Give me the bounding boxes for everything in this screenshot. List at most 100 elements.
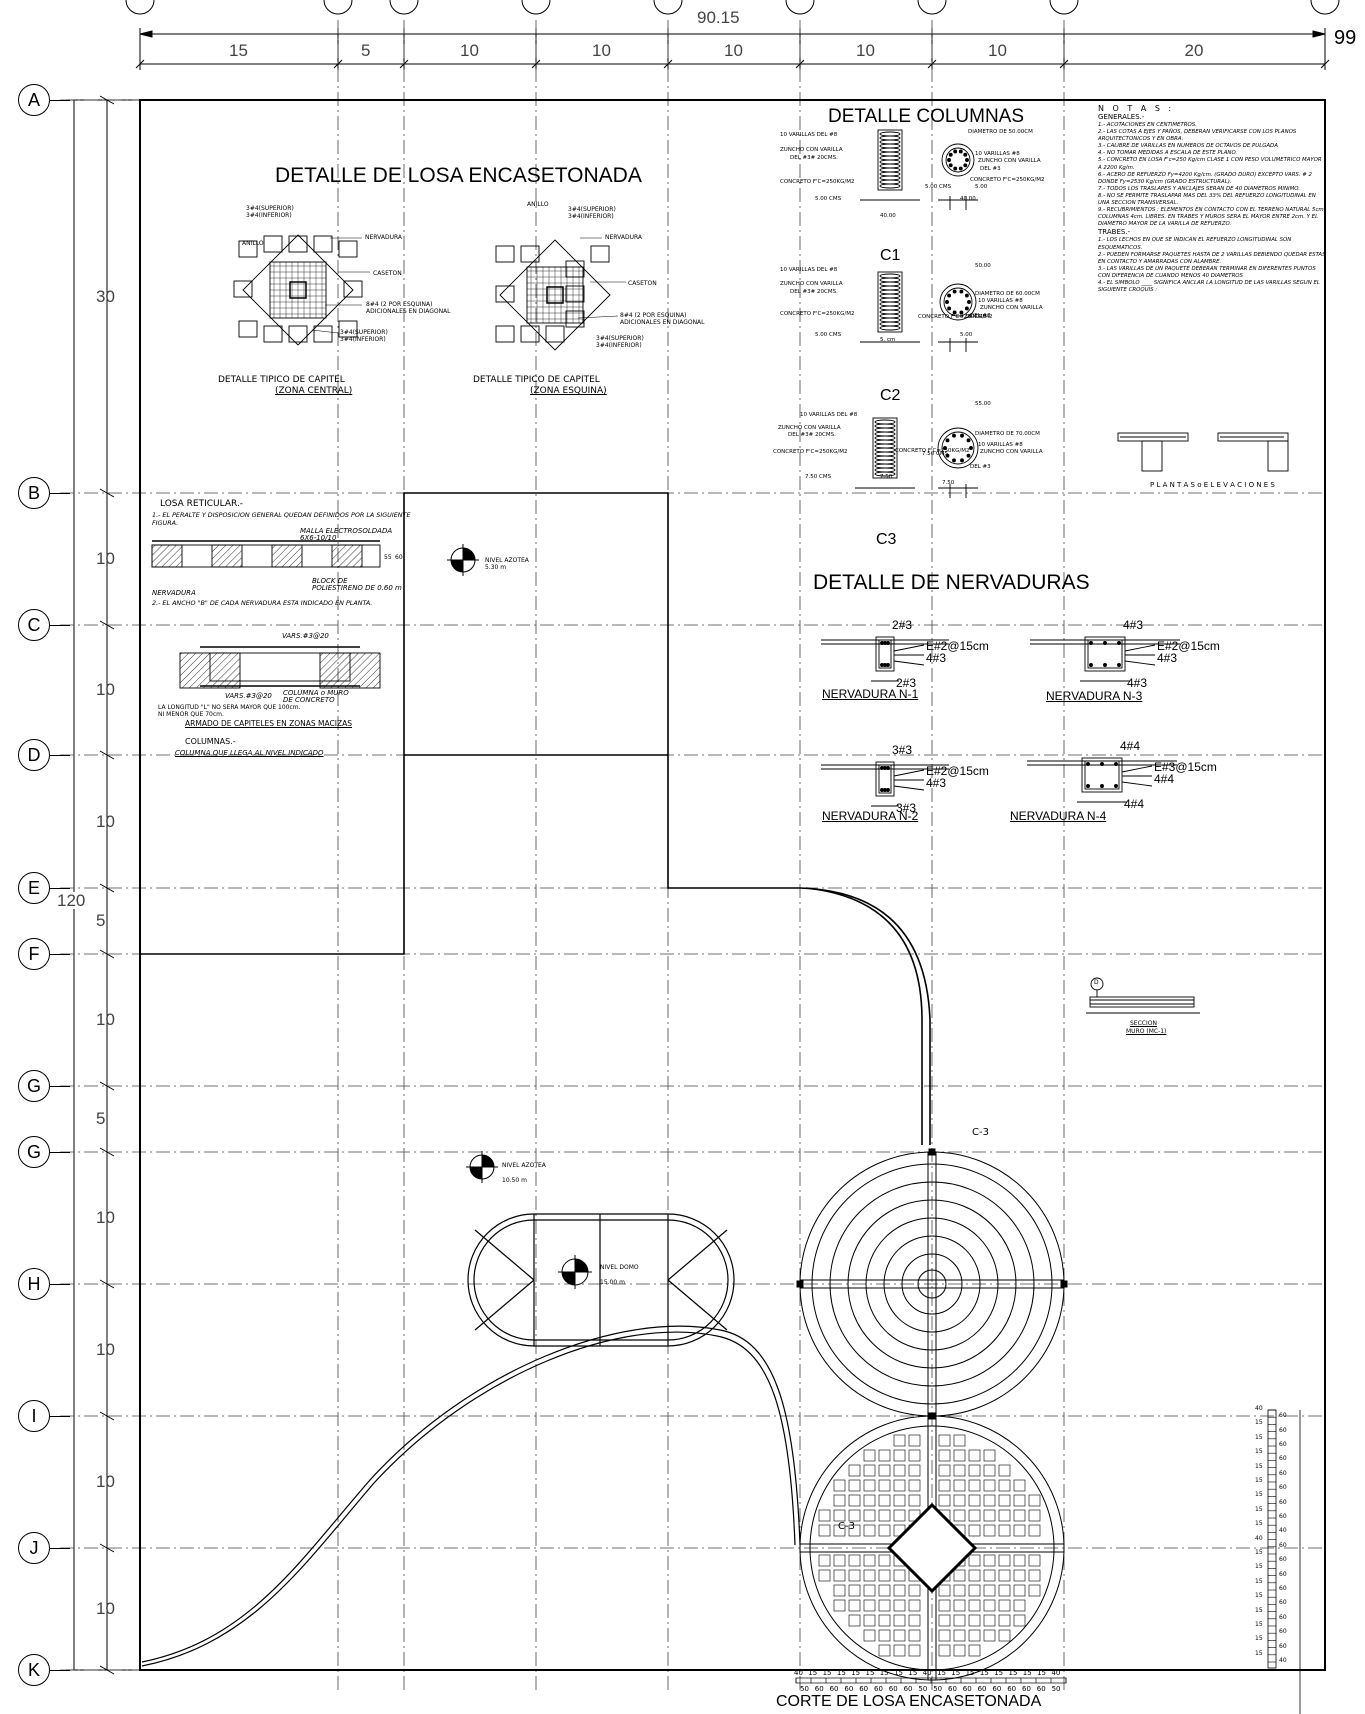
strip-num-10: 15 [1255,1477,1263,1484]
row-dim-3: 10 [96,811,115,831]
reticular-title: LOSA RETICULAR.- [160,499,244,509]
column-c3-label-3: CONCRETO F'C=250KG/M2 [773,449,848,455]
corte-top-12: 15 [965,1669,975,1677]
row-dim-7: 10 [96,1208,115,1227]
general-notes: N O T A S : GENERALES.- 1.- ACOTACIONES … [1098,104,1326,294]
note-item-8: 9.- RECUBRIMIENTOS : ELEMENTOS EN CONTAC… [1098,207,1326,228]
corte-top-2: 15 [822,1669,832,1677]
nivel-azotea-1: NIVEL AZOTEA [485,557,529,564]
nivel-azotea-2: NIVEL AZOTEA [502,1162,546,1169]
strip-num-27: 60 [1279,1599,1287,1607]
reticular-dim-60: 60 [395,554,403,561]
corte-top-5: 15 [865,1669,875,1677]
nerv-n2-stirrup: E#2@15cm [926,764,989,778]
left-dimension-lines [66,99,140,1671]
capitel-esquina-title: DETALLE TIPICO DE CAPITEL [473,375,600,385]
anchorage-sketches [1117,432,1289,472]
corte-bottom-5: 60 [874,1685,883,1693]
column-c1-label-2: DEL #3# 20CMS. [790,155,838,161]
column-c2-label-9: ZUNCHO CON VARILLA [980,305,1043,311]
inferior-label-esquina: 3#4(INFERIOR) [568,213,614,220]
corte-top-14: 15 [994,1669,1004,1677]
nerv-n2-bars: 4#3 [926,776,947,790]
trabes-item-0: 1.- LOS LECHOS EN QUE SE INDICAN EL REFU… [1098,237,1292,251]
column-c2-label-4: 5.00 CMS [815,332,842,338]
strip-num-7: 60 [1279,1455,1287,1463]
column-c3-label-9: ZUNCHO CON VARILLA [980,449,1043,455]
column-sections [855,129,979,498]
superior-label-esquina: 3#4(SUPERIOR) [568,206,616,213]
column-c3-label-13: 7.50 [942,480,955,486]
nervadura-label-esquina: NERVADURA [605,234,642,241]
trabes-item-3: 4.- EL SIMBOLO ____ SIGNIFICA ANCLAR LA … [1098,279,1320,294]
row-axis-tick [50,100,70,101]
reticular-columnas: COLUMNAS.- [185,737,236,746]
corte-bottom-10: 60 [948,1685,957,1693]
row-dim-6: 5 [96,1109,106,1128]
column-dim-2: 10 [460,41,479,60]
column-c2-label-13: 5.00 [960,332,973,338]
nivel-azotea-2-value: 10.50 m [502,1177,527,1184]
corte-top-18: 40 [1051,1669,1061,1677]
column-axis-bubbles [125,0,1340,15]
column-dim-1: 5 [361,41,371,60]
column-c3-label-5: 7.50 [880,474,893,480]
reticular-columna-2: DE CONCRETO [283,696,335,704]
row-axis-tick [50,1416,70,1417]
column-section-c3 [855,417,979,498]
corte-top-8: 15 [908,1669,918,1677]
strip-num-29: 60 [1279,1613,1287,1621]
reticular-vars-2: VARS.#3@20 [225,692,272,700]
strip-num-21: 60 [1279,1556,1287,1564]
nerv-n2-bottom: 3#3 [896,801,917,815]
nervadura-section-n3 [1030,636,1180,682]
nervadura-section-n1 [821,636,949,682]
column-c3-label-2: DEL #3# 20CMS. [788,432,836,438]
reticular-block: BLOCK DE [312,577,348,585]
corte-bottom-14: 60 [1007,1685,1017,1693]
row-axis-tick [50,1548,70,1549]
corte-bottom-strip [795,1677,1067,1684]
strip-num-2: 15 [1255,1419,1263,1427]
trabes-item-1: 2.- PUEDEN FORMARSE PAQUETES HASTA DE 2 … [1098,251,1326,265]
strip-num-30: 15 [1255,1621,1263,1628]
row-axis-tick [50,954,70,955]
strip-num-1: 60 [1279,1412,1287,1420]
strip-num-26: 15 [1255,1592,1263,1600]
reticular-columna: COLUMNA o MURO [283,689,349,697]
column-c3-label-7: DIAMETRO DE 70.00CM [975,431,1040,437]
nerv-n1-bottom: 2#3 [896,676,917,690]
capitel-details [233,234,626,351]
slab-openings [139,100,931,1145]
row-axis-bubble-i: I [18,1400,50,1432]
row-axis-bubble-d: D [18,739,50,771]
reticular-longitud: LA LONGITUD "L" NO SERA MAYOR QUE 100cm. [158,704,301,711]
column-c2-label-11: CONCRETO F'C=250KG/M2 [918,314,993,320]
column-c2-label-1: ZUNCHO CON VARILLA [780,281,843,287]
column-dim-4: 10 [724,41,743,60]
strip-num-22: 15 [1255,1563,1263,1571]
caseton-label-esquina: CASETON [628,280,657,287]
column-c2-label-8: 10 VARILLAS #8 [978,298,1023,304]
corte-title: CORTE DE LOSA ENCASETONADA [776,1693,1042,1710]
column-c3-label-bottom: C-3 [838,1521,855,1532]
nerv-n1-bars: 4#3 [926,651,947,665]
inferior-label-esquina-bottom: 3#4(INFERIOR) [596,342,642,349]
corte-top-1: 15 [808,1669,818,1677]
nerv-n4-top: 4#4 [1120,739,1141,753]
column-c1-label-12: 5.00 [975,184,988,190]
nerv-n3-name: NERVADURA N-3 [1046,689,1143,703]
reticular-nervadura: NERVADURA [152,589,196,597]
strip-num-31: 60 [1279,1628,1287,1636]
column-c3-label-0: 10 VARILLAS DEL #8 [800,412,858,418]
nerv-n1-top: 2#3 [892,618,913,632]
strip-num-14: 15 [1255,1505,1263,1513]
row-axis-tick [50,493,70,494]
nervadura-label-central: NERVADURA [365,234,402,241]
row-axis-tick [50,1152,70,1153]
column-section-c2 [860,271,978,352]
total-width-dimension: 90.15 [697,8,740,27]
column-c2-label-12: 5.00 CMS [960,314,987,320]
note-item-7: 8.- NO SE PERMITE TRASLAPAR MAS DEL 33% … [1098,192,1316,207]
row-axis-bubble-e: E [18,872,50,904]
